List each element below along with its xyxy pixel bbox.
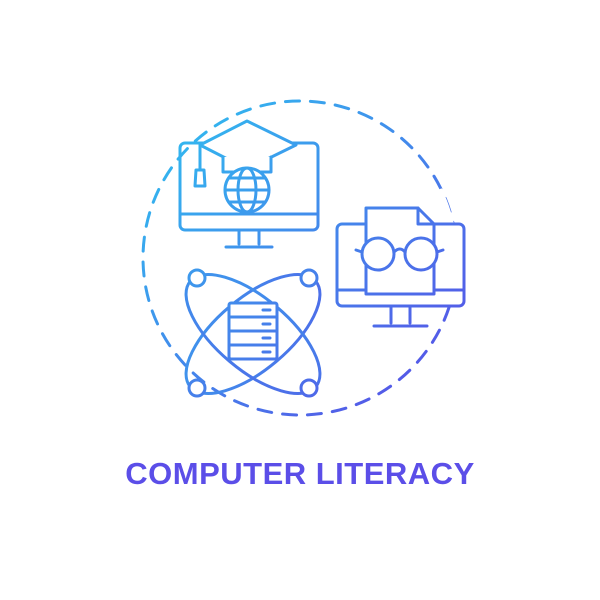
caption-title: COMPUTER LITERACY [125,456,475,491]
monitor-graduation-globe-icon [178,119,320,249]
monitor-document-glasses-icon [335,206,466,328]
atom-server-icon [184,268,322,398]
